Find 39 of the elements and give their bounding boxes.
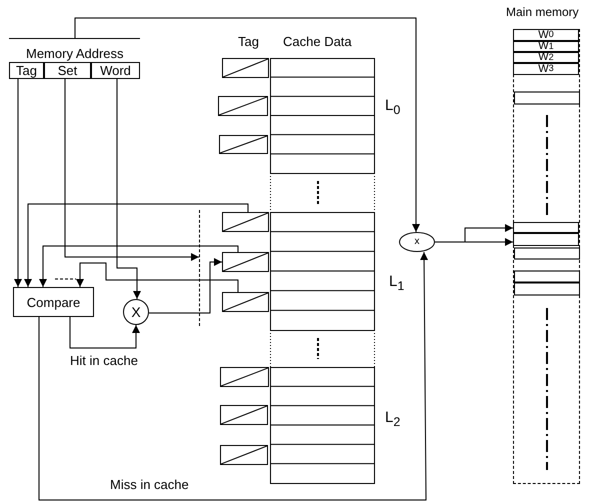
memory-heading: Main memory	[506, 6, 579, 18]
arrow	[64, 78, 200, 261]
tag-cell	[222, 252, 269, 272]
arrow	[148, 258, 222, 314]
arrow	[434, 238, 514, 246]
multiplexer-ellipse: x	[399, 232, 435, 252]
tag-cell	[222, 292, 269, 312]
arrow	[39, 246, 238, 288]
arrow	[70, 316, 140, 348]
edge-label: Hit in cache	[70, 354, 138, 367]
set-label: L$_{2}$	[385, 410, 400, 428]
arrow	[24, 204, 248, 288]
address-field: Set	[44, 62, 91, 79]
column-heading: Cache Data	[283, 35, 352, 48]
tag-cell	[513, 222, 579, 233]
tag-cell	[218, 96, 268, 116]
tag-cell	[513, 233, 579, 246]
arrow	[14, 78, 22, 288]
tag-cell	[220, 445, 268, 465]
tag-cell	[222, 212, 269, 232]
multiplexer-circle: X	[123, 299, 149, 325]
arrow	[76, 262, 238, 292]
arrow	[74, 18, 420, 232]
tag-cell	[220, 367, 269, 387]
register-heading: Memory Address	[26, 47, 124, 60]
column-heading: Tag	[238, 35, 259, 48]
address-register	[9, 38, 140, 78]
tag-cell	[220, 405, 268, 425]
tag-cell	[219, 135, 268, 154]
set-label: L$_{1}$	[389, 274, 404, 292]
compare-box: Compare	[13, 287, 94, 317]
edge-label: Miss in cache	[110, 478, 189, 491]
selector-line	[199, 210, 200, 326]
arrow	[116, 78, 141, 300]
address-field: Tag	[9, 62, 44, 79]
address-field: Word	[91, 62, 140, 79]
tag-cell	[222, 58, 269, 78]
set-label: L$_{0}$	[385, 98, 400, 116]
arrow	[38, 252, 428, 500]
